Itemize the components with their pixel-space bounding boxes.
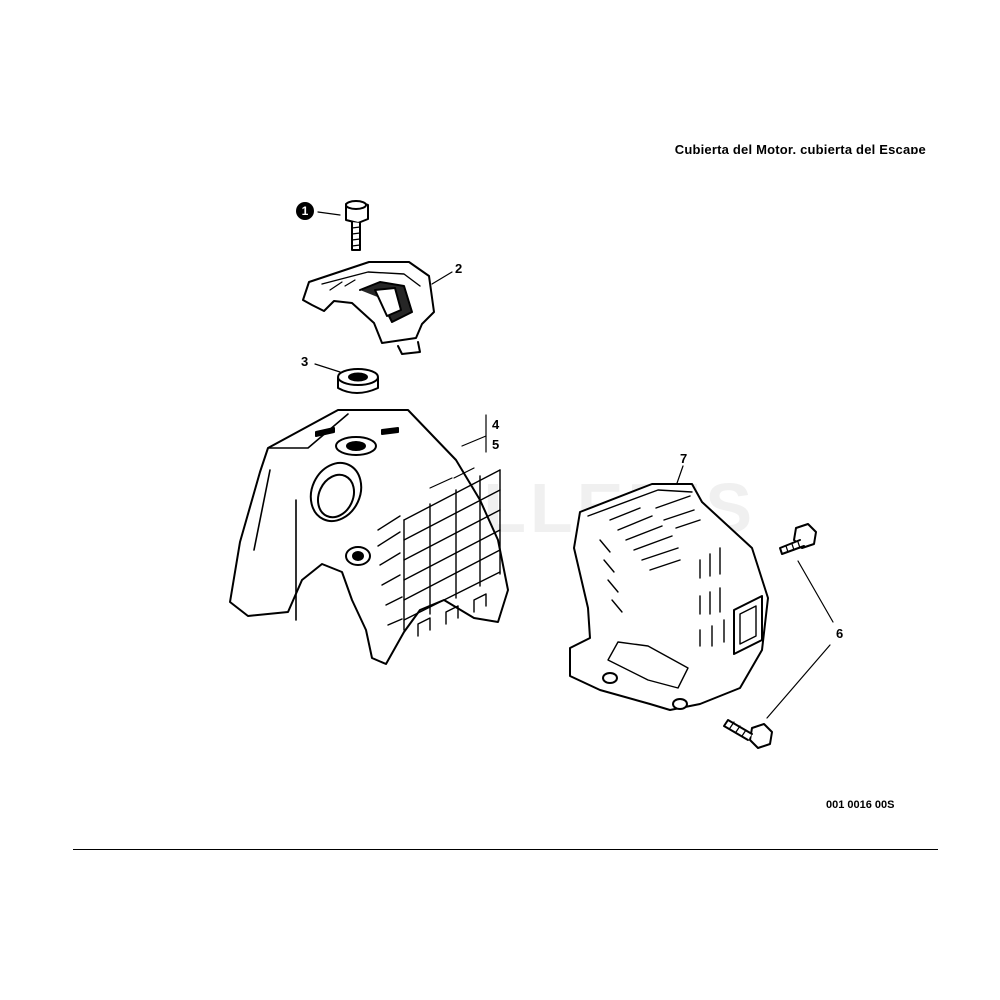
leader-3 — [314, 363, 341, 373]
exhaust-cover-7 — [569, 483, 769, 711]
callout-7: 7 — [680, 451, 688, 466]
callout-6: 6 — [836, 626, 844, 641]
screw-6-lower — [723, 719, 773, 749]
engine-cover-4-5 — [229, 409, 509, 665]
leader-4-5 — [461, 435, 487, 447]
leader-6b — [766, 644, 831, 719]
leader-2 — [431, 271, 453, 285]
bracket-2 — [302, 261, 435, 355]
bottom-rule — [73, 849, 938, 850]
leader-1 — [317, 211, 341, 216]
screw-1 — [345, 200, 369, 251]
screw-6-upper — [779, 523, 817, 555]
leader-7 — [675, 465, 684, 487]
callout-5: 5 — [492, 437, 500, 452]
diagram-title: Cubierta del Motor, cubierta del Escape — [674, 142, 926, 154]
callout-3: 3 — [301, 354, 309, 369]
leader-6a — [797, 560, 834, 623]
cover-vents — [377, 467, 501, 637]
diagram-code: 001 0016 00S — [826, 799, 895, 811]
exhaust-vents — [599, 495, 725, 647]
callout-4: 4 — [492, 417, 500, 432]
callout-1: 1 — [296, 202, 314, 220]
grommet-3 — [337, 368, 379, 394]
leader-lines — [314, 211, 834, 719]
callout-2: 2 — [455, 261, 463, 276]
